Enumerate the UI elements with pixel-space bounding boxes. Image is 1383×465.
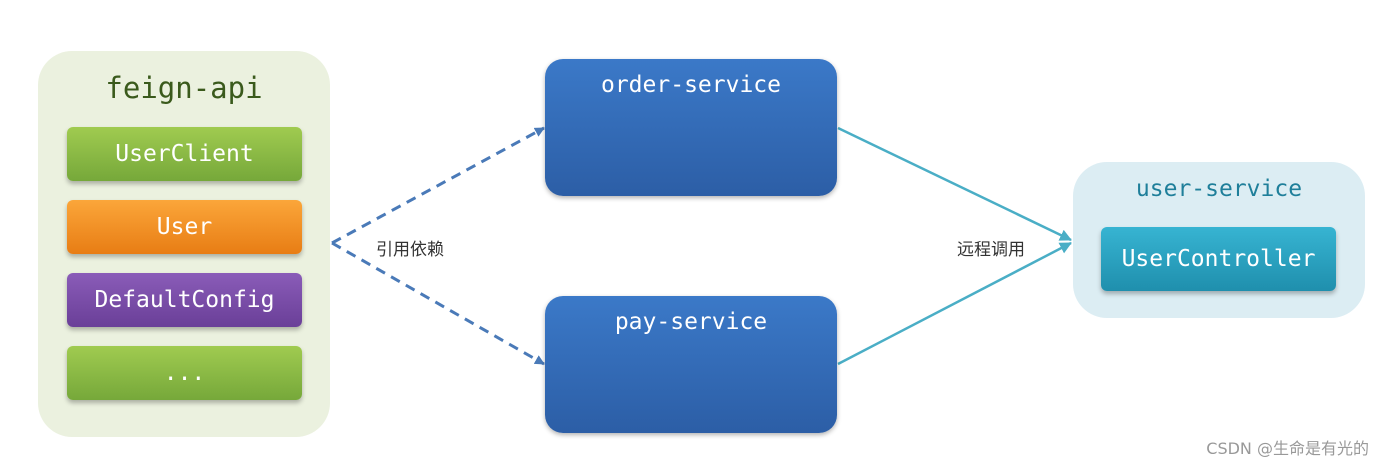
- pay-service-title: pay-service: [614, 309, 768, 335]
- dependency-arrow-order: [331, 126, 545, 245]
- order-service-title: order-service: [600, 72, 781, 98]
- more-items-box: ...: [67, 346, 302, 400]
- dependency-label: 引用依赖: [376, 240, 444, 260]
- feign-api-panel: feign-api UserClient User DefaultConfig …: [38, 51, 330, 437]
- user-service-panel: user-service UserController: [1073, 162, 1365, 318]
- user-service-title: user-service: [1135, 176, 1303, 202]
- usercontroller-box: UserController: [1101, 227, 1336, 291]
- order-service-box: order-service: [545, 59, 837, 196]
- remote-call-arrow-pay: [837, 241, 1072, 366]
- userclient-box: UserClient: [67, 127, 302, 181]
- feign-api-title: feign-api: [105, 71, 263, 105]
- remote-call-label: 远程调用: [957, 240, 1025, 260]
- dependency-arrow-pay: [331, 241, 545, 366]
- watermark: CSDN @生命是有光的: [1206, 439, 1369, 458]
- user-box: User: [67, 200, 302, 254]
- defaultconfig-box: DefaultConfig: [67, 273, 302, 327]
- remote-call-arrow-order: [837, 126, 1072, 242]
- pay-service-box: pay-service: [545, 296, 837, 433]
